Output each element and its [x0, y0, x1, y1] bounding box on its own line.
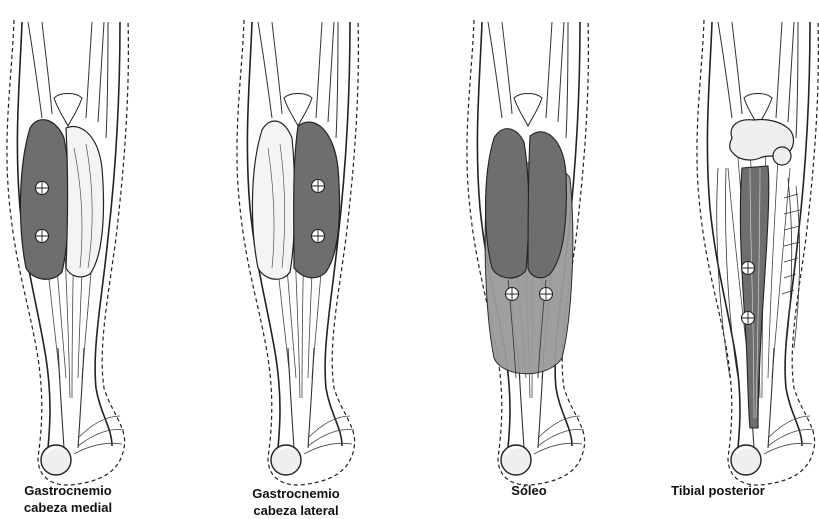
electrode-marker-icon [36, 182, 49, 195]
electrode-marker-icon [742, 312, 755, 325]
panel-gastrocnemio-lateral [237, 20, 358, 485]
highlight-gastrocnemius-lateral-head [294, 122, 340, 278]
highlight-gastrocnemius-medial-head [20, 120, 69, 280]
panel-soleo [467, 20, 588, 485]
label-line: cabeza medial [0, 499, 168, 516]
label-line: cabeza lateral [196, 502, 396, 519]
electrode-marker-icon [540, 288, 553, 301]
label-tibial-posterior: Tibial posterior [618, 482, 818, 499]
label-gastrocnemio-lateral: Gastrocnemio cabeza lateral [196, 485, 396, 519]
label-line: Tibial posterior [618, 482, 818, 499]
label-gastrocnemio-medial: Gastrocnemio cabeza medial [0, 482, 168, 516]
electrode-marker-icon [36, 230, 49, 243]
electrode-marker-icon [506, 288, 519, 301]
label-line: Gastrocnemio [0, 482, 168, 499]
electrode-marker-icon [742, 262, 755, 275]
electrode-marker-icon [312, 180, 325, 193]
panel-gastrocnemio-medial [7, 20, 128, 485]
highlight-tibialis-posterior [740, 166, 768, 428]
label-line: Gastrocnemio [196, 485, 396, 502]
panel-tibial-posterior [697, 20, 818, 485]
label-soleo: Sóleo [429, 482, 629, 499]
label-line: Sóleo [429, 482, 629, 499]
electrode-marker-icon [312, 230, 325, 243]
